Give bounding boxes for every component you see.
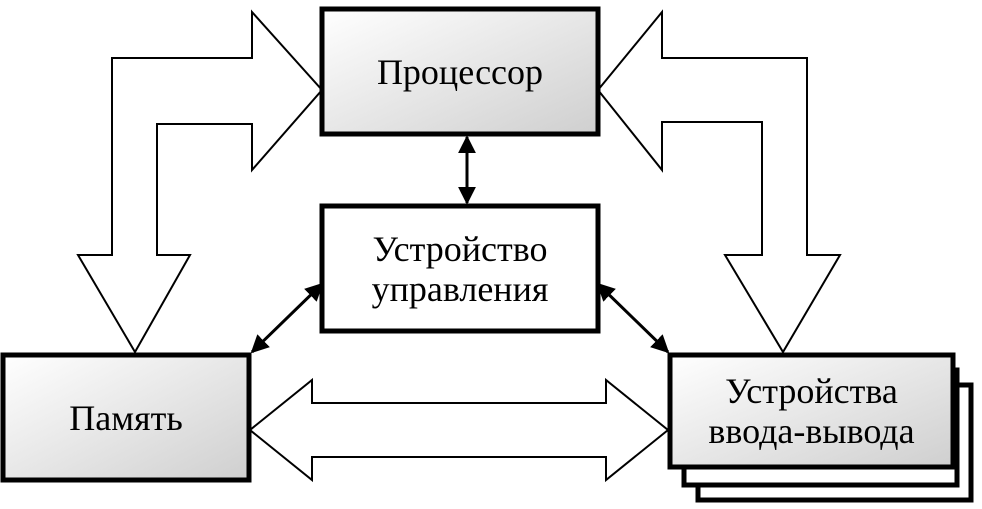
control-unit-block [319,203,601,334]
memory-io-bus-arrow [248,377,670,483]
control-memory-link [250,282,324,354]
control-io-link [596,282,670,354]
processor-io-bus-arrow [596,9,842,354]
memory-block [0,352,252,483]
io-block [667,352,956,470]
memory-processor-bus-arrow [76,9,324,355]
processor-block [319,6,601,137]
